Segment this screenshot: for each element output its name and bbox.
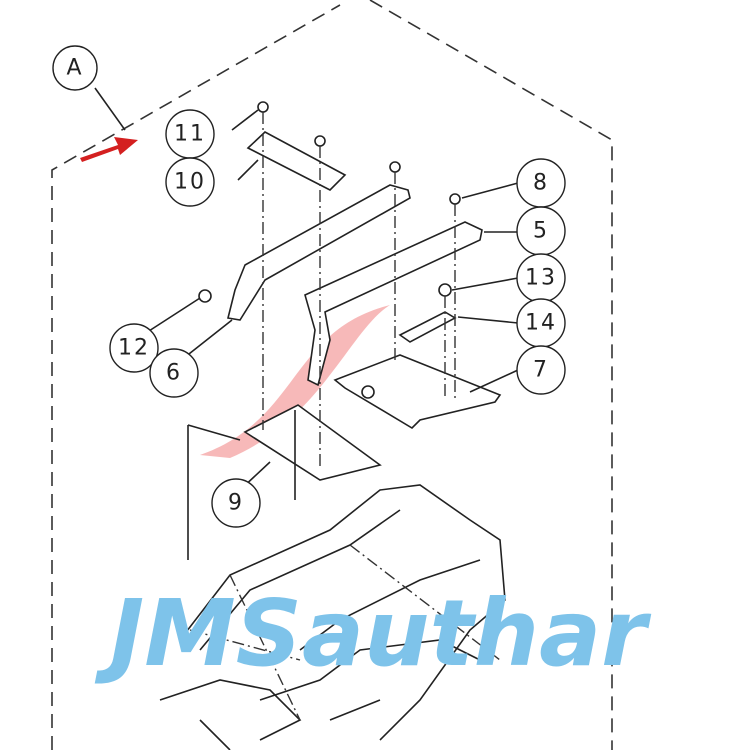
svg-text:11: 11	[174, 122, 206, 147]
callout-5: 5	[516, 206, 566, 256]
part-6-bracket	[227, 184, 411, 321]
svg-text:7: 7	[533, 358, 549, 383]
view-arrow	[80, 137, 138, 162]
detail-boundary	[51, 0, 613, 750]
callout-9: 9	[211, 478, 261, 528]
part-14-clamp	[398, 311, 457, 343]
callout-11: 11	[165, 109, 215, 159]
svg-text:5: 5	[533, 219, 549, 244]
callout-6: 6	[149, 348, 199, 398]
callout-8: 8	[516, 158, 566, 208]
callout-14: 14	[516, 298, 566, 348]
callout-13: 13	[516, 253, 566, 303]
svg-text:13: 13	[525, 266, 557, 291]
callout-7: 7	[516, 345, 566, 395]
svg-text:6: 6	[166, 361, 182, 386]
svg-text:10: 10	[174, 170, 206, 195]
part-5-bracket	[304, 221, 483, 387]
svg-text:8: 8	[533, 171, 549, 196]
callout-12: 12	[109, 323, 159, 373]
part-10-plate	[246, 131, 347, 191]
svg-text:12: 12	[118, 336, 150, 361]
watermark-text: JMSauthar	[94, 580, 652, 687]
callout-A: A	[52, 45, 98, 91]
svg-text:14: 14	[525, 311, 557, 336]
part-7-plate	[333, 354, 502, 430]
svg-text:A: A	[66, 56, 83, 81]
svg-text:9: 9	[228, 491, 244, 516]
watermark-swoosh	[200, 305, 390, 458]
base-frame	[159, 484, 506, 750]
callout-10: 10	[165, 157, 215, 207]
